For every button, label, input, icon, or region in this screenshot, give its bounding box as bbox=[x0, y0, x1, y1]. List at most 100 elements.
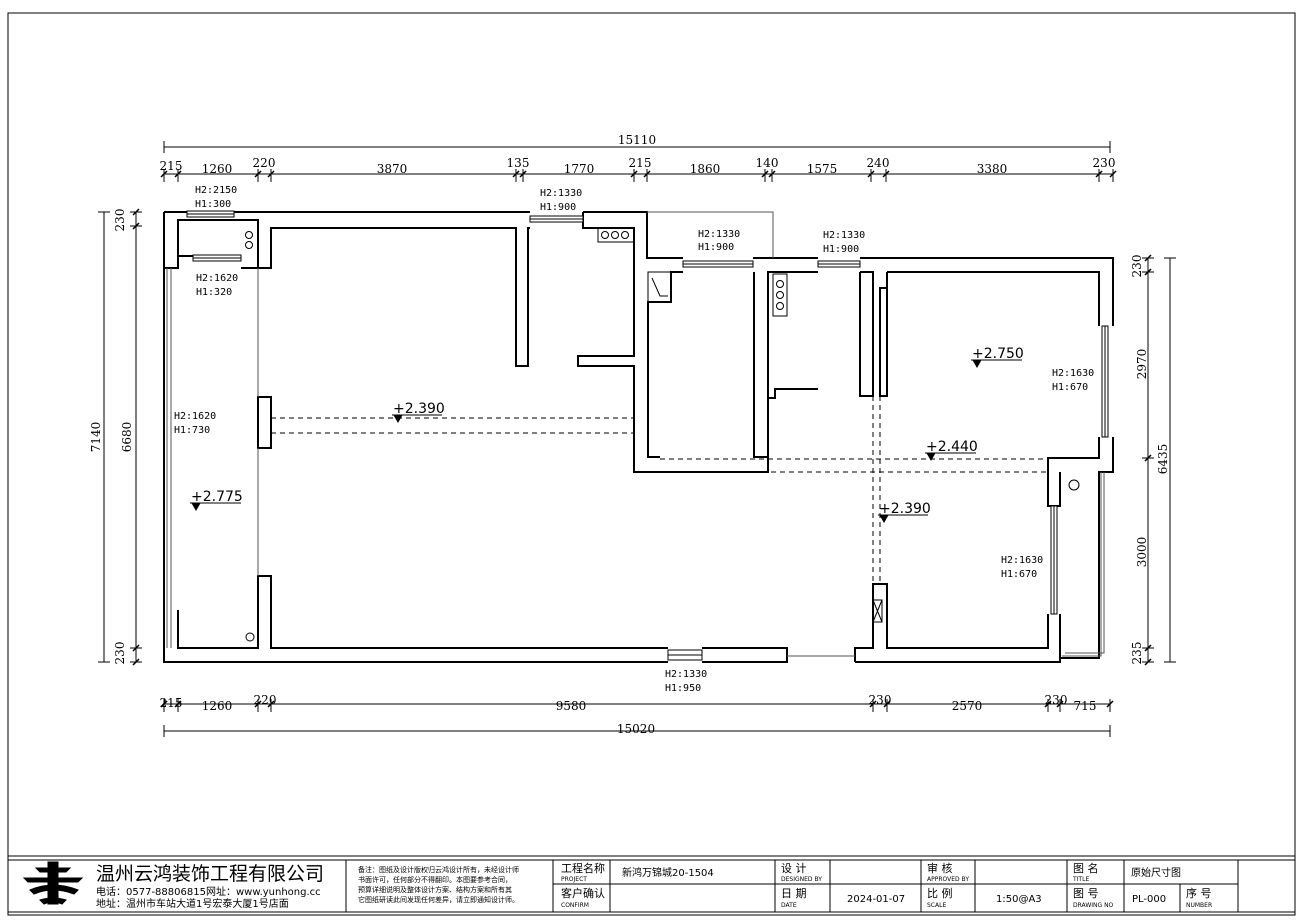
dim-left-outer: 7140 bbox=[89, 422, 103, 453]
dim-left-bottom: 230 bbox=[113, 642, 127, 665]
walls bbox=[163, 211, 1114, 663]
company-address: 地址：温州市车站大道1号宏泰大厦1号店面 bbox=[96, 897, 289, 910]
dim-bottom-seg: 9580 bbox=[556, 699, 587, 713]
copyright-note: 书面许可，任何部分不得翻印。本图要参考合同， bbox=[358, 875, 512, 884]
title-block bbox=[8, 855, 1295, 913]
dim-right-bottom: 235 bbox=[1130, 642, 1144, 665]
dim-top-seg: 240 bbox=[867, 156, 890, 170]
dim-bottom-seg: 220 bbox=[254, 693, 277, 707]
wall-mid-vertical bbox=[859, 271, 874, 397]
opening-h1: H1:730 bbox=[174, 425, 210, 436]
level-label: +2.775 bbox=[191, 489, 243, 505]
copyright-note: 备注：图纸及设计版权归云鸿设计所有，未经设计师 bbox=[358, 865, 519, 874]
drain-right bbox=[1068, 479, 1080, 491]
dim-bottom-seg: 715 bbox=[1074, 699, 1097, 713]
dim-top-seg: 3870 bbox=[377, 162, 408, 176]
dim-top-seg: 1575 bbox=[807, 162, 838, 176]
drawing-no-value: PL-000 bbox=[1132, 894, 1166, 905]
dim-right-top: 230 bbox=[1130, 255, 1144, 278]
title-label-en: TITLE bbox=[1072, 876, 1089, 883]
company-logo bbox=[22, 861, 84, 905]
company-name: 温州云鸿装饰工程有限公司 bbox=[96, 863, 324, 885]
project-label: 工程名称 bbox=[561, 861, 605, 875]
dimension-ticks bbox=[130, 169, 1154, 712]
opening-h2: H2:1330 bbox=[540, 188, 582, 199]
number-label-en: NUMBER bbox=[1186, 902, 1212, 909]
scale-label: 比 例 bbox=[927, 886, 953, 900]
opening-h1: H1:900 bbox=[540, 202, 576, 213]
stove-top bbox=[597, 227, 635, 243]
opening-h2: H2:1330 bbox=[665, 669, 707, 680]
dim-right-upper: 2970 bbox=[1135, 349, 1149, 380]
design-label-en: DESIGNED BY bbox=[781, 876, 822, 883]
stove-mid bbox=[772, 273, 788, 317]
copyright-note: 它图纸研读此间发现任何差异，请立即通知设计师。 bbox=[358, 895, 519, 904]
approve-label: 审 核 bbox=[927, 861, 953, 875]
windows bbox=[186, 210, 1109, 661]
outer-wall-right-bottom bbox=[854, 583, 1061, 663]
opening-h1: H1:670 bbox=[1001, 569, 1037, 580]
dim-top-seg: 1260 bbox=[202, 162, 233, 176]
number-label: 序 号 bbox=[1186, 886, 1212, 900]
dim-top-seg: 140 bbox=[756, 156, 779, 170]
opening-labels: H2:2150 H1:300 H2:1620 H1:320 H2:1330 H1… bbox=[174, 185, 1094, 694]
dim-top-segments: 215 1260 220 3870 135 1770 215 1860 140 … bbox=[160, 156, 1116, 176]
design-label: 设 计 bbox=[781, 862, 807, 875]
date-label: 日 期 bbox=[781, 887, 807, 900]
approve-label-en: APPROVED BY bbox=[927, 876, 969, 883]
wall-left-vertical bbox=[257, 396, 272, 449]
drawing-no-label-en: DRAWING NO bbox=[1073, 902, 1114, 909]
dim-bottom-seg: 230 bbox=[1045, 693, 1068, 707]
drawing-no-label: 图 号 bbox=[1073, 887, 1099, 900]
level-label: +2.440 bbox=[926, 439, 978, 455]
level-label: +2.390 bbox=[879, 501, 931, 517]
date-value: 2024-01-07 bbox=[847, 894, 905, 905]
level-markers bbox=[190, 359, 1022, 524]
copyright-note: 预算详细说明及整体设计方案、结构方案和所有其 bbox=[358, 885, 512, 894]
dim-top-seg: 215 bbox=[629, 156, 652, 170]
drain-bottom-left bbox=[245, 632, 255, 642]
wall-top-left-room bbox=[177, 219, 530, 367]
beams bbox=[271, 396, 1048, 584]
dim-right-total: 6435 bbox=[1156, 444, 1170, 475]
opening-h2: H2:1330 bbox=[698, 229, 740, 240]
opening-h1: H1:670 bbox=[1052, 382, 1088, 393]
confirm-label: 客户确认 bbox=[561, 886, 605, 900]
dim-bottom-seg: 230 bbox=[869, 693, 892, 707]
dimension-lines bbox=[98, 141, 1176, 737]
dim-left-inner: 6680 bbox=[120, 422, 134, 453]
sheet-border bbox=[7, 12, 1296, 916]
drain-top-left bbox=[245, 231, 253, 239]
opening-h2: H2:2150 bbox=[195, 185, 237, 196]
opening-h1: H1:320 bbox=[196, 287, 232, 298]
dim-top-seg: 1770 bbox=[564, 162, 595, 176]
opening-h2: H2:1620 bbox=[196, 273, 238, 284]
dim-bottom-seg: 2570 bbox=[952, 699, 983, 713]
dim-top-seg: 220 bbox=[253, 156, 276, 170]
opening-h1: H1:900 bbox=[823, 244, 859, 255]
project-value: 新鸿万锦城20-1504 bbox=[622, 866, 714, 879]
company-phone: 电话：0577-88806815网址：www.yunhong.cc bbox=[96, 885, 321, 898]
opening-h1: H1:900 bbox=[698, 242, 734, 253]
dim-bottom-segments: 215 1260 220 9580 230 2570 230 715 bbox=[160, 693, 1097, 713]
dim-top-seg: 215 bbox=[160, 159, 183, 173]
dim-bottom-total: 15020 bbox=[617, 722, 655, 736]
dim-top-seg: 230 bbox=[1093, 156, 1116, 170]
opening-h2: H2:1620 bbox=[174, 411, 216, 422]
dim-bottom-seg: 215 bbox=[160, 696, 183, 710]
opening-h2: H2:1630 bbox=[1052, 368, 1094, 379]
scale-value: 1:50@A3 bbox=[996, 894, 1042, 905]
flue bbox=[647, 271, 672, 303]
dim-top-seg: 135 bbox=[507, 156, 530, 170]
wall-left-edge bbox=[163, 212, 179, 269]
dim-top-total: 15110 bbox=[618, 133, 656, 147]
project-label-en: PROJECT bbox=[561, 876, 587, 883]
dim-left-top: 230 bbox=[113, 209, 127, 232]
opening-h1: H1:950 bbox=[665, 683, 701, 694]
level-label: +2.390 bbox=[393, 401, 445, 417]
fixtures bbox=[245, 227, 1080, 642]
thin-lines bbox=[166, 211, 1105, 657]
dim-top-seg: 1860 bbox=[690, 162, 721, 176]
opening-h2: H2:1630 bbox=[1001, 555, 1043, 566]
level-label: +2.750 bbox=[972, 346, 1024, 362]
